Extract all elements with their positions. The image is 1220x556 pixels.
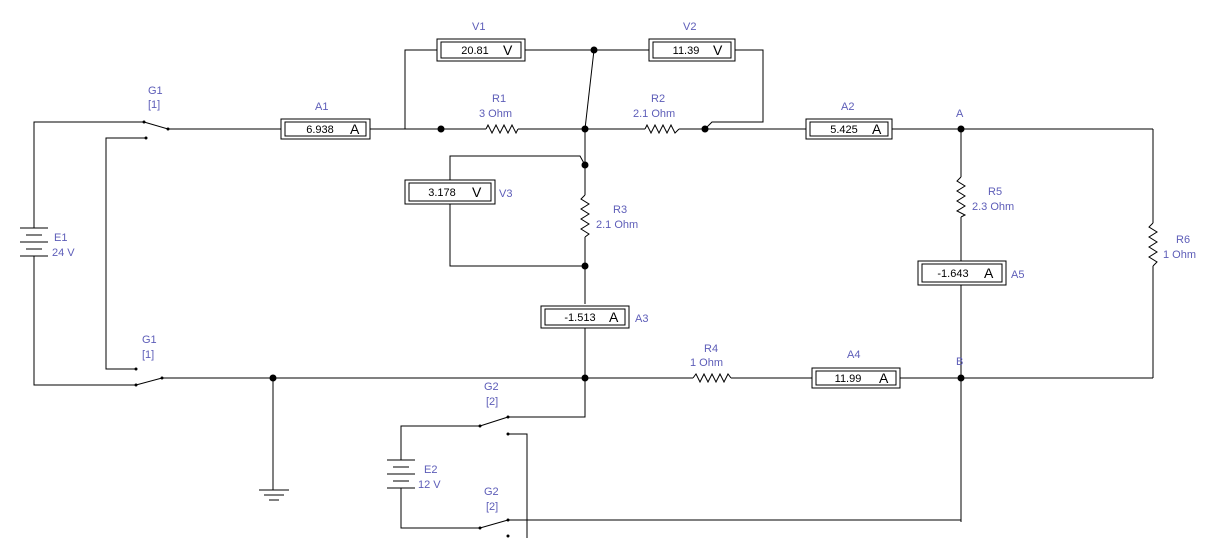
- resistor-r4-name: R4: [704, 343, 718, 355]
- resistor-r2-value: 2.1 Ohm: [633, 108, 675, 120]
- voltmeter-v3-unit: V: [472, 184, 482, 200]
- ammeter-a4-name: A4: [847, 349, 860, 361]
- ammeter-a4[interactable]: 11.99 A A4: [811, 349, 901, 389]
- ammeter-a5-name: A5: [1011, 269, 1024, 281]
- voltmeter-v2-value: 11.39: [673, 45, 700, 57]
- switch-g1-top-name: G1: [148, 85, 163, 97]
- ammeter-a3-value: -1.513: [564, 312, 595, 324]
- resistor-r1-value: 3 Ohm: [479, 108, 512, 120]
- ammeter-a1-value: 6.938: [306, 124, 334, 136]
- source-e2-name: E2: [424, 464, 437, 476]
- resistor-r2-name: R2: [651, 93, 665, 105]
- voltmeter-v1-name: V1: [472, 21, 485, 33]
- resistor-r6[interactable]: R6 1 Ohm: [1148, 222, 1196, 267]
- source-e1-name: E1: [54, 232, 67, 244]
- resistor-r5[interactable]: R5 2.3 Ohm: [955, 176, 1014, 218]
- voltmeter-v2-name: V2: [683, 21, 696, 33]
- ammeter-a3-unit: A: [609, 309, 619, 325]
- switch-g2-bottom-name: G2: [484, 486, 499, 498]
- resistor-r5-value: 2.3 Ohm: [972, 201, 1014, 213]
- switch-g1-bottom[interactable]: G1 [1]: [134, 334, 164, 387]
- ammeter-a1-name: A1: [315, 101, 328, 113]
- resistor-r4[interactable]: R4 1 Ohm: [690, 343, 732, 384]
- voltmeter-v1-unit: V: [503, 42, 513, 58]
- source-e1-value: 24 V: [52, 247, 75, 259]
- ground-symbol: [259, 489, 289, 501]
- switch-g1-bottom-name: G1: [142, 334, 157, 346]
- switch-g1-top-key: [1]: [148, 99, 160, 111]
- ammeter-a5-value: -1.643: [937, 268, 968, 280]
- switch-g2-top[interactable]: G2 [2]: [478, 381, 510, 436]
- ammeter-a1-unit: A: [350, 121, 360, 137]
- source-e2-value: 12 V: [418, 479, 441, 491]
- ammeter-a3-name: A3: [635, 313, 648, 325]
- resistor-r3-name: R3: [613, 204, 627, 216]
- node-b-label: B: [956, 356, 963, 368]
- voltmeter-v2-unit: V: [713, 42, 723, 58]
- ammeter-a3[interactable]: -1.513 A A3: [540, 305, 648, 329]
- voltmeter-v3-value: 3.178: [428, 187, 456, 199]
- source-e2[interactable]: E2 12 V: [387, 459, 441, 491]
- resistor-r6-name: R6: [1176, 234, 1190, 246]
- resistor-r2[interactable]: R2 2.1 Ohm: [633, 93, 680, 135]
- ammeter-a1[interactable]: 6.938 A A1: [280, 101, 371, 140]
- ammeter-a5[interactable]: -1.643 A A5: [917, 260, 1024, 286]
- voltmeter-v2[interactable]: 11.39 V V2: [648, 21, 736, 62]
- ammeter-a2-value: 5.425: [830, 124, 858, 136]
- switch-g1-top[interactable]: G1 [1]: [142, 85, 170, 140]
- resistor-r3-value: 2.1 Ohm: [596, 219, 638, 231]
- switch-g2-top-name: G2: [484, 381, 499, 393]
- resistor-r6-value: 1 Ohm: [1163, 249, 1196, 261]
- ammeter-a4-unit: A: [879, 370, 889, 386]
- junctions: [269, 46, 965, 382]
- resistor-r4-value: 1 Ohm: [690, 357, 723, 369]
- ammeter-a4-value: 11.99: [835, 373, 862, 385]
- ammeter-a2-name: A2: [841, 101, 854, 113]
- voltmeter-v1-value: 20.81: [461, 45, 489, 57]
- switch-g2-bottom[interactable]: G2 [2]: [478, 486, 510, 538]
- resistor-r1[interactable]: R1 3 Ohm: [479, 93, 519, 135]
- source-e1[interactable]: E1 24 V: [20, 227, 75, 259]
- resistor-r3[interactable]: R3 2.1 Ohm: [580, 194, 638, 238]
- switch-g2-top-key: [2]: [486, 396, 498, 408]
- switch-g2-bottom-key: [2]: [486, 501, 498, 513]
- node-a-label: A: [956, 108, 964, 120]
- resistor-r5-name: R5: [988, 186, 1002, 198]
- resistor-r1-name: R1: [492, 93, 506, 105]
- ammeter-a2[interactable]: 5.425 A A2: [805, 101, 893, 140]
- ammeter-a2-unit: A: [872, 121, 882, 137]
- voltmeter-v3-name: V3: [499, 188, 512, 200]
- wires: [33, 49, 1154, 538]
- voltmeter-v3[interactable]: 3.178 V V3: [404, 179, 512, 205]
- switch-g1-bottom-key: [1]: [142, 349, 154, 361]
- ammeter-a5-unit: A: [984, 265, 994, 281]
- voltmeter-v1[interactable]: 20.81 V V1: [436, 21, 526, 62]
